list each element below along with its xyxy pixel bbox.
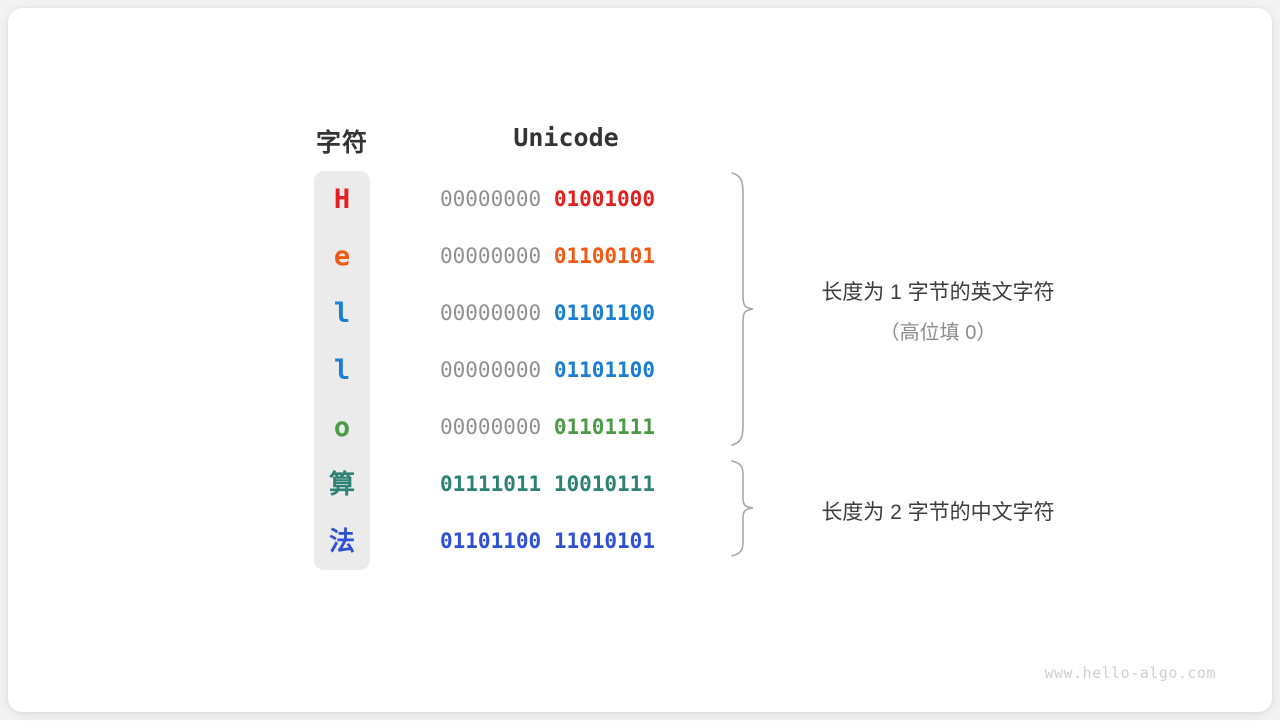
low-byte: 01101100 [553, 301, 655, 325]
annotation-two-byte-text: 长度为 2 字节的中文字符 [821, 501, 1055, 524]
low-byte: 10010111 [553, 472, 655, 496]
brace-one-byte [731, 172, 754, 446]
unicode-bits-cell: 00000000 01101100 [440, 285, 692, 342]
low-byte: 01101100 [553, 358, 655, 382]
byte-separator [541, 187, 554, 211]
annotation-one-byte: 长度为 1 字节的英文字符 （高位填 0） [778, 276, 1098, 345]
character-cell: o [333, 412, 351, 443]
high-byte: 00000000 [440, 301, 542, 325]
character-cell: 算 [328, 469, 355, 499]
low-byte: 01100101 [553, 244, 655, 268]
annotation-one-byte-subtext: （高位填 0） [879, 322, 997, 344]
character-cell: e [333, 241, 351, 272]
high-byte: 01101100 [440, 529, 542, 553]
byte-separator [541, 301, 554, 325]
low-byte: 01101111 [553, 415, 655, 439]
character-cell: H [333, 184, 351, 215]
high-byte: 00000000 [440, 187, 542, 211]
character-cell: l [333, 355, 351, 386]
high-byte: 00000000 [440, 358, 542, 382]
unicode-bits-cell: 01111011 10010111 [440, 456, 692, 513]
byte-separator [541, 244, 554, 268]
high-byte: 01111011 [440, 472, 542, 496]
low-byte: 11010101 [553, 529, 655, 553]
character-column-background [314, 171, 370, 570]
unicode-bits-cell: 00000000 01101111 [440, 399, 692, 456]
unicode-bits-cell: 00000000 01100101 [440, 228, 692, 285]
character-cell: l [333, 298, 351, 329]
byte-separator [541, 472, 554, 496]
character-cell: 法 [328, 526, 355, 556]
unicode-bits-cell: 01101100 11010101 [440, 513, 692, 570]
high-byte: 00000000 [440, 415, 542, 439]
column-header-character: 字符 [315, 129, 368, 157]
byte-separator [541, 415, 554, 439]
byte-separator [541, 529, 554, 553]
unicode-bits-cell: 00000000 01101100 [440, 342, 692, 399]
unicode-bits-cell: 00000000 01001000 [440, 171, 692, 228]
byte-separator [541, 358, 554, 382]
content-card: 字符 Unicode H 00000000 01001000 e 00000000 0… [8, 8, 1272, 712]
annotation-two-byte: 长度为 2 字节的中文字符 [778, 496, 1098, 526]
high-byte: 00000000 [440, 244, 542, 268]
column-header-unicode: Unicode [513, 123, 619, 152]
annotation-one-byte-text: 长度为 1 字节的英文字符 [821, 281, 1055, 304]
brace-two-byte [731, 460, 754, 557]
low-byte: 01001000 [553, 187, 655, 211]
watermark: www.hello-algo.com [1044, 664, 1216, 682]
